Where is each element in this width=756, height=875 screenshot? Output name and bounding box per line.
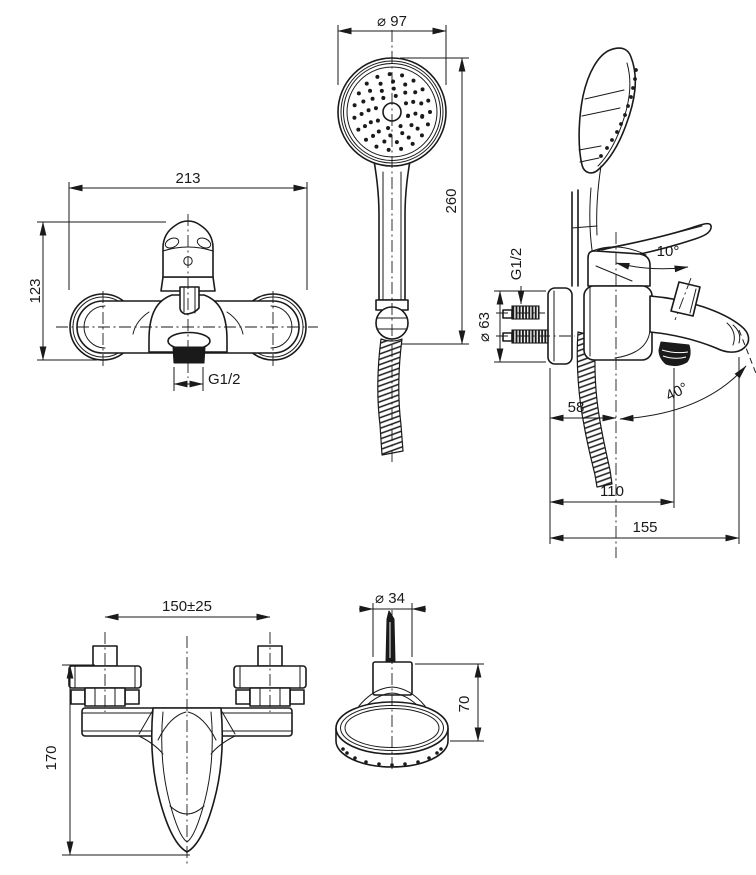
dimension-inlet-thread: G1/2: [508, 248, 525, 305]
view-mixer-side: 10° G1/2 ⌀ 63 58 110 155 40: [476, 47, 756, 558]
dimension-flange-diameter: ⌀ 63: [476, 290, 546, 363]
dimension-shower-length: 260: [400, 57, 469, 345]
supply-pipe-bottom: [502, 329, 549, 344]
dim-label-outlet-thread: G1/2: [208, 371, 241, 388]
dim-label-wall-to-axis: 58: [568, 399, 585, 416]
spray-nozzle-dots: [352, 72, 432, 152]
pipe-centerlines: [496, 312, 575, 337]
diverter-knob-side: [658, 341, 691, 367]
view-mixer-top: 150±25 170: [43, 598, 307, 864]
dim-label-lever-angle: 10°: [657, 243, 680, 260]
view-shower-side: ⌀ 34 70: [335, 590, 484, 772]
body-fairing-arcs: [138, 735, 236, 755]
shower-holder-arm: [571, 165, 602, 287]
dimension-connector-diameter: ⌀ 34: [359, 590, 426, 657]
dimension-outlet-thread: G1/2: [173, 367, 241, 391]
dim-label-wall-to-diverter: 110: [600, 483, 624, 500]
body-fairing-lines: [138, 709, 236, 735]
dim-label-inlet-thread: G1/2: [508, 248, 525, 281]
centerlines-vertical: [102, 214, 274, 378]
dim-label-depth: 170: [43, 745, 60, 770]
dim-label-mixer-height: 123: [27, 278, 44, 303]
outlet-collar: [172, 346, 206, 364]
outlet-aerator: [167, 331, 211, 364]
dimension-wall-to-diverter: 110: [549, 368, 675, 508]
dim-label-head-diameter: ⌀ 97: [377, 13, 407, 30]
stub-axis-centerline: [674, 277, 692, 321]
handle-stub: [385, 610, 396, 663]
dimension-depth-170: 170: [43, 664, 190, 856]
dimension-wall-to-axis: 58: [549, 368, 617, 544]
dim-label-shower-length: 260: [443, 188, 460, 213]
dimension-width-213: 213: [68, 170, 308, 290]
dimension-wall-to-spout: 155: [549, 357, 740, 544]
dim-label-wall-to-spout: 155: [632, 519, 657, 536]
top-view-centerlines: [104, 632, 271, 864]
lever-stub-side: [670, 281, 701, 317]
diverter-knob-front: [179, 286, 200, 315]
shower-profile-side: [578, 47, 638, 174]
dimension-lever-angle: 10°: [615, 243, 689, 273]
dim-label-spout-angle: 40°: [663, 379, 691, 404]
view-shower-front: ⌀ 97 260: [337, 13, 469, 462]
handle-cone-cup: [372, 661, 413, 696]
dimension-head-diameter: ⌀ 97: [337, 13, 447, 85]
shower-hose-front: [377, 338, 404, 456]
wall-escutcheon-side: [547, 287, 573, 365]
dim-label-head-height: 70: [456, 696, 473, 713]
dim-label-connector-diameter: ⌀ 34: [375, 590, 405, 607]
dimension-head-height: 70: [415, 663, 484, 742]
dimension-inlet-spacing: 150±25: [104, 598, 271, 621]
view-mixer-front: 213 123 G1/2: [27, 170, 318, 391]
dim-label-flange-diameter: ⌀ 63: [476, 312, 493, 342]
nozzles-bottom-rim: [341, 747, 443, 767]
nozzles-side-profile: [599, 68, 638, 158]
dim-label-inlet-spacing: 150±25: [162, 598, 212, 615]
dim-label-mixer-width: 213: [175, 170, 200, 187]
dimension-height-123: 123: [27, 221, 166, 361]
supply-pipe-top: [502, 305, 540, 320]
